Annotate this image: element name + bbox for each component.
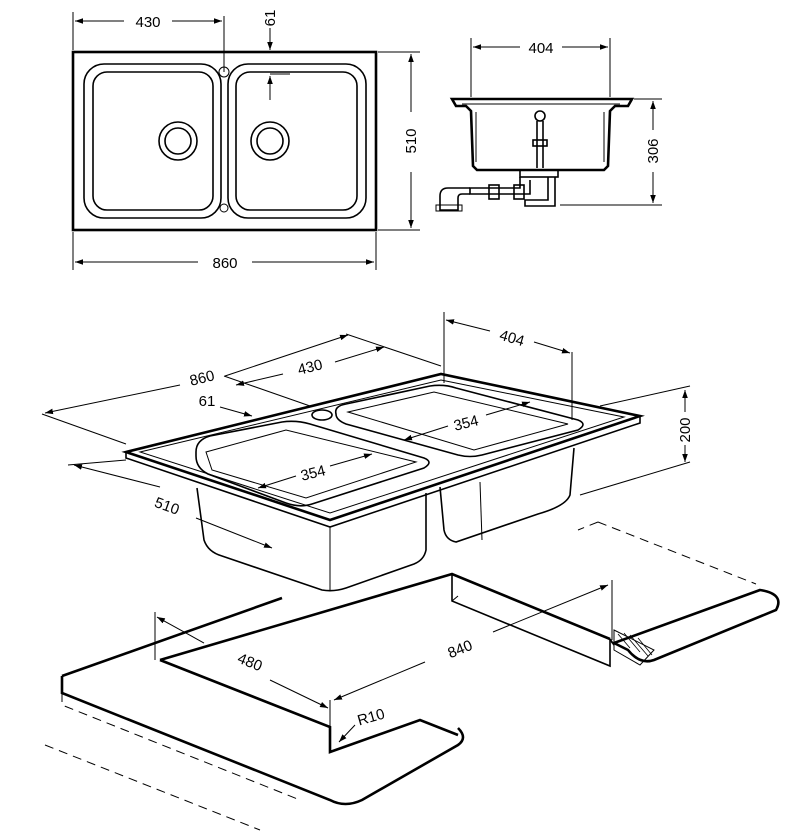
cutout-radius-r10: R10 bbox=[356, 706, 387, 730]
iso-view: 860 430 61 404 354 354 510 200 bbox=[41, 312, 694, 592]
right-bowl-outer bbox=[227, 63, 367, 219]
countertop-cutout: 480 840 R10 bbox=[44, 521, 780, 831]
top-view: 430 61 510 860 bbox=[71, 10, 420, 272]
cutout-dim-480: 480 bbox=[235, 650, 265, 675]
side-overflow bbox=[534, 110, 546, 122]
iso-dim-354-left: 354 bbox=[299, 462, 327, 485]
left-drain-inner bbox=[164, 127, 192, 155]
top-dim-430: 430 bbox=[135, 14, 160, 31]
left-drain-outer bbox=[158, 121, 198, 161]
iso-dim-200: 200 bbox=[677, 417, 694, 442]
iso-dim-404: 404 bbox=[497, 327, 526, 350]
cutout-dim-840: 840 bbox=[445, 637, 475, 662]
side-view-bowl bbox=[449, 97, 635, 172]
left-bowl-inner bbox=[92, 71, 214, 211]
overflow-hole bbox=[219, 203, 229, 213]
side-view: 404 306 bbox=[435, 38, 662, 212]
iso-dim-860: 860 bbox=[188, 367, 216, 390]
right-drain-inner bbox=[256, 127, 284, 155]
cutout-side-block bbox=[451, 574, 611, 668]
iso-dim-61: 61 bbox=[199, 393, 216, 410]
side-dim-306: 306 bbox=[645, 138, 662, 163]
side-waste-pipe bbox=[469, 177, 531, 195]
side-dim-404: 404 bbox=[528, 40, 553, 57]
iso-dim-430: 430 bbox=[296, 356, 324, 379]
side-trap bbox=[439, 187, 470, 211]
iso-left-bowl bbox=[195, 420, 430, 507]
iso-dim-354-right: 354 bbox=[452, 412, 480, 435]
left-bowl-outer bbox=[83, 63, 222, 219]
counter-right-slab bbox=[610, 588, 780, 663]
iso-dim-510: 510 bbox=[152, 494, 181, 519]
top-view-outline bbox=[71, 50, 378, 232]
top-dim-510: 510 bbox=[403, 128, 420, 153]
iso-right-bowl-body bbox=[439, 447, 575, 543]
cutout-left-edge bbox=[159, 658, 459, 754]
right-drain-outer bbox=[250, 121, 290, 161]
iso-right-bowl bbox=[334, 384, 584, 458]
iso-tap-hole bbox=[311, 409, 333, 421]
iso-left-bowl-body bbox=[196, 487, 427, 592]
right-bowl-inner bbox=[235, 71, 358, 211]
top-dim-61: 61 bbox=[262, 10, 279, 27]
top-dim-860: 860 bbox=[212, 255, 237, 272]
side-drain bbox=[519, 169, 559, 178]
counter-front-edge bbox=[60, 676, 465, 806]
